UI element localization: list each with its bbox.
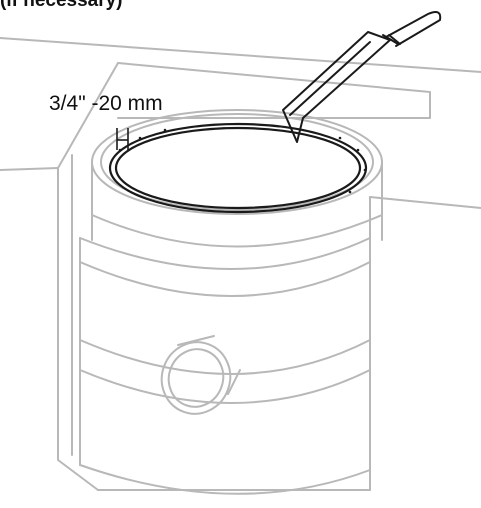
- box-left-outer: [57, 167, 99, 491]
- caption: (if necessary): [0, 0, 123, 11]
- inlet-outer: [160, 341, 232, 415]
- hacksaw-icon: [282, 11, 442, 143]
- seal-ring-outer: [108, 122, 368, 214]
- floor-line-left: [0, 167, 59, 171]
- pipe-band-1: [79, 261, 371, 297]
- box-left-diagonal: [57, 62, 119, 169]
- dimension-label: 3/4" -20 mm: [49, 92, 163, 115]
- gap-dots: [118, 128, 367, 194]
- pipe-top-edge: [79, 237, 371, 270]
- inlet-inner: [167, 348, 225, 408]
- inlet-tube-top: [177, 335, 215, 346]
- inlet-tube-bottom: [227, 369, 241, 395]
- sleeve-bottom-edge: [91, 214, 383, 248]
- sleeve-rim-inner: [100, 113, 374, 211]
- pipe-band-3: [79, 369, 371, 404]
- floor-line-right: [369, 196, 481, 209]
- floor-opening: [117, 62, 431, 119]
- dimension-bracket: [116, 128, 129, 150]
- floor-line-top: [0, 37, 481, 73]
- seal-ring-inner: [114, 126, 362, 210]
- sleeve-rim: [91, 109, 383, 215]
- pipe-bottom-edge: [79, 464, 371, 495]
